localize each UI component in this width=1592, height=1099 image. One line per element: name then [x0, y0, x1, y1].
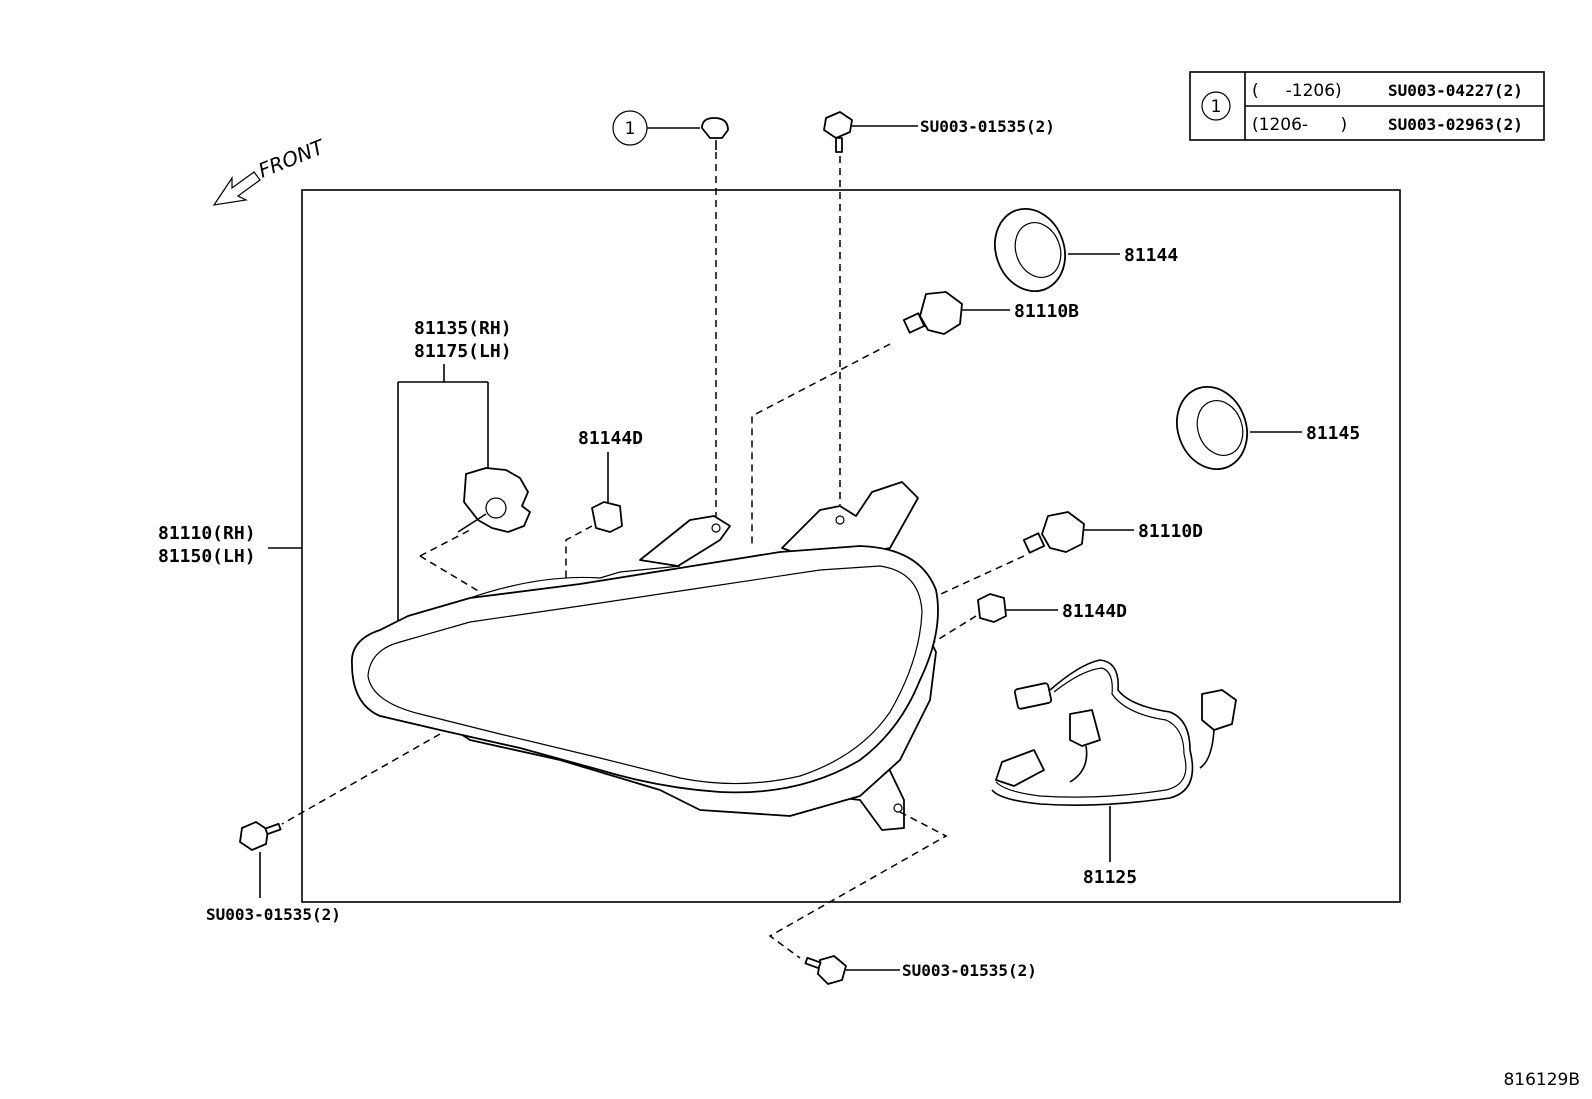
bolt-top: SU003-01535(2) [823, 111, 1055, 505]
harness-plug-icon[interactable] [1013, 682, 1053, 710]
bolt-bottom-center-icon[interactable] [817, 955, 847, 985]
cap-left-icon[interactable] [591, 501, 623, 533]
headlamp-callout: 81110(RH) 81150(LH) [158, 523, 302, 567]
cover-81145-label[interactable]: 81145 [1306, 423, 1360, 444]
bulb-81110d-icon[interactable] [1041, 511, 1085, 553]
headlamp-rh-label[interactable]: 81110(RH) [158, 523, 256, 544]
cap-81144d-right: 81144D [933, 593, 1127, 643]
cover-81144-icon[interactable] [984, 199, 1077, 301]
wire-harness-label[interactable]: 81125 [1083, 867, 1137, 888]
clip-icon[interactable] [701, 117, 729, 139]
assembly-frame [301, 189, 1401, 903]
bulb-81110d-label[interactable]: 81110D [1138, 521, 1203, 542]
bolt-bottom-center: SU003-01535(2) [768, 811, 1037, 985]
bulb-81110b: 81110B [751, 291, 1079, 548]
front-arrow-icon [212, 171, 261, 206]
legend-row-2-range: (1206- ) [1252, 115, 1347, 135]
bolt-top-label[interactable]: SU003-01535(2) [920, 117, 1055, 136]
cap-81144d-left-label[interactable]: 81144D [578, 428, 643, 449]
harness-connector-center[interactable] [1069, 709, 1101, 747]
cap-81144d-left: 81144D [565, 428, 643, 578]
clip-ref-number: 1 [625, 119, 636, 139]
harness-wire[interactable] [991, 659, 1194, 806]
front-label: FRONT [255, 134, 329, 183]
clip-ref-1: 1 [612, 110, 729, 520]
bulb-81110b-label[interactable]: 81110B [1014, 301, 1079, 322]
bulb-81110b-icon[interactable] [919, 291, 963, 335]
cover-81144-label[interactable]: 81144 [1124, 245, 1178, 266]
headlamp-lh-label[interactable]: 81150(LH) [158, 546, 256, 567]
bolt-bottom-left-label[interactable]: SU003-01535(2) [206, 905, 341, 924]
harness-connector-right[interactable] [1201, 689, 1237, 731]
legend-table: 1 ( -1206) SU003-04227(2) (1206- ) SU003… [1189, 71, 1545, 141]
cover-81144: 81144 [984, 199, 1178, 301]
cover-81145-icon[interactable] [1166, 377, 1259, 479]
legend-ref-circle [1201, 91, 1231, 121]
cap-right-icon[interactable] [977, 593, 1007, 623]
socket-rh-label[interactable]: 81135(RH) [414, 318, 512, 339]
legend-row-1-part[interactable]: SU003-04227(2) [1388, 81, 1523, 100]
cover-81145: 81145 [1166, 377, 1360, 479]
legend-row-1-range: ( -1206) [1252, 81, 1342, 101]
headlamp-lens[interactable] [351, 545, 939, 794]
drawing-number: 816129B [1503, 1070, 1580, 1090]
bolt-top-icon[interactable] [823, 111, 853, 139]
legend-row-2-part[interactable]: SU003-02963(2) [1388, 115, 1523, 134]
bolt-bottom-left-icon[interactable] [239, 821, 269, 851]
front-arrow-indicator: FRONT [212, 134, 329, 206]
bolt-bottom-left: SU003-01535(2) [206, 733, 441, 924]
wire-harness-81125: 81125 [991, 659, 1237, 888]
headlamp-assembly[interactable] [351, 481, 939, 831]
bulb-81110d: 81110D [931, 511, 1203, 599]
bolt-bottom-center-label[interactable]: SU003-01535(2) [902, 961, 1037, 980]
socket-lh-label[interactable]: 81175(LH) [414, 341, 512, 362]
socket-part [419, 467, 531, 593]
cap-81144d-right-label[interactable]: 81144D [1062, 601, 1127, 622]
harness-connector-left[interactable] [995, 749, 1045, 787]
legend-ref-number: 1 [1211, 97, 1222, 117]
socket-callout: 81135(RH) 81175(LH) [397, 318, 512, 625]
